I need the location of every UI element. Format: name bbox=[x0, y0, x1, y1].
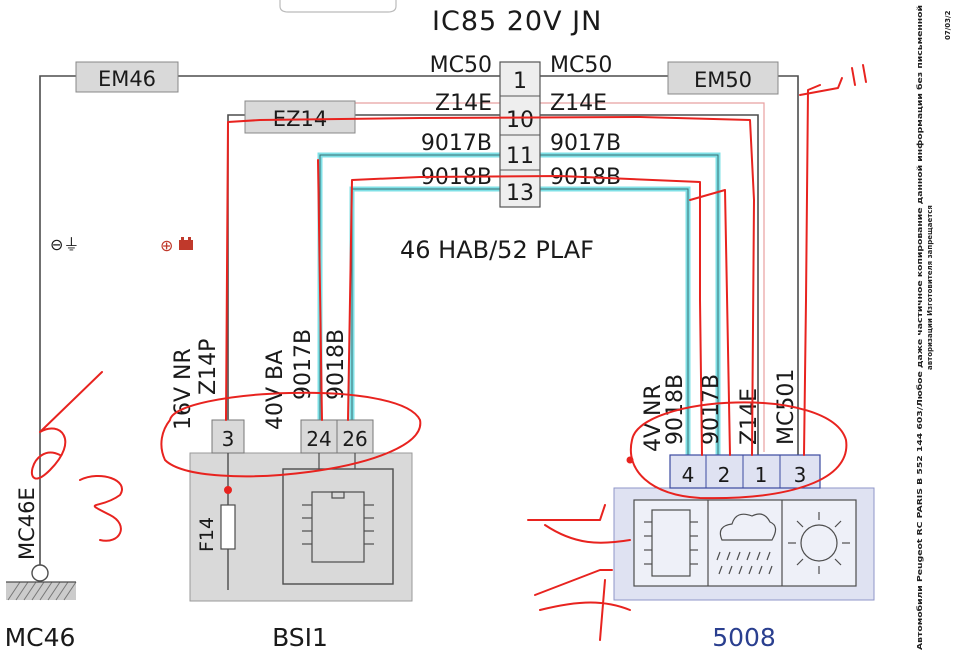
ground-name: MC46 bbox=[5, 623, 76, 652]
module-pin-2: 2 bbox=[718, 463, 731, 487]
circle-bsi-pins bbox=[160, 391, 422, 478]
em50-box bbox=[667, 61, 779, 95]
ground-symbol-icon: ⊖⏚ bbox=[50, 235, 79, 254]
side-copyright: Автомобили Peugeot RC PARIS B 552 144 60… bbox=[916, 5, 952, 650]
bsi-label-9018b: 9018B bbox=[324, 329, 349, 400]
em46-box bbox=[75, 61, 179, 93]
wire-label-right-9017b: 9017B bbox=[550, 131, 621, 156]
wire-label-left-mc50: MC50 bbox=[430, 53, 492, 78]
bsi-pin-26 bbox=[336, 419, 374, 454]
battery-icon: ⊕ bbox=[160, 236, 193, 255]
fuse-f14-icon bbox=[220, 504, 236, 550]
trace-9017b bbox=[689, 189, 731, 456]
svg-text:26: 26 bbox=[342, 427, 367, 451]
scribble-4 bbox=[534, 569, 631, 641]
junction-pin-11: 11 bbox=[506, 144, 534, 169]
module-5008-name: 5008 bbox=[712, 623, 776, 652]
wire-9018b-left bbox=[349, 186, 500, 420]
red-dot bbox=[626, 456, 634, 464]
ground-point-icon bbox=[31, 564, 49, 582]
bsi-pin-3 bbox=[211, 419, 245, 454]
wire-label-left-9017b: 9017B bbox=[421, 131, 492, 156]
scribble-2 bbox=[79, 475, 123, 542]
side-text-date: 07/03/2 bbox=[944, 10, 952, 40]
trace-mc50 bbox=[803, 84, 821, 456]
module-pin-1: 1 bbox=[755, 463, 768, 487]
circle-5008-pins bbox=[629, 401, 848, 500]
module-pin-3: 3 bbox=[794, 463, 807, 487]
junction-pin-10: 10 bbox=[506, 108, 534, 133]
side-text-line1: Автомобили Peugeot RC PARIS B 552 144 60… bbox=[916, 5, 924, 650]
ground-mc46: MC46E MC46 bbox=[5, 487, 77, 652]
module-5008: 4 2 1 3 5008 bbox=[613, 454, 875, 652]
bsi-label-z14p: Z14P bbox=[196, 339, 221, 395]
rain-sensor-icon bbox=[716, 513, 777, 575]
ez14-box bbox=[244, 100, 356, 134]
trace-z14-mid bbox=[317, 159, 323, 421]
scribble-5 bbox=[799, 64, 867, 96]
em50-label: EM50 bbox=[694, 68, 752, 92]
trace-9018b bbox=[347, 175, 703, 456]
wire-label-right-mc50: MC50 bbox=[550, 53, 612, 78]
junction-pin-1: 1 bbox=[513, 69, 527, 94]
chip-icon bbox=[302, 491, 374, 563]
bsi-name: BSI1 bbox=[272, 623, 328, 652]
svg-text:24: 24 bbox=[306, 427, 331, 451]
top-box-edge bbox=[279, 0, 397, 13]
svg-text:3: 3 bbox=[222, 427, 235, 451]
module-label-z14e: Z14E bbox=[737, 388, 762, 445]
sun-sensor-icon bbox=[788, 512, 850, 574]
wire-label-left-z14e: Z14E bbox=[435, 91, 492, 116]
wire-label-right-z14e: Z14E bbox=[550, 91, 607, 116]
red-annotations bbox=[30, 64, 867, 641]
diagram-title: IC85 20V JN bbox=[432, 6, 602, 37]
harness-label: 46 HAB/52 PLAF bbox=[400, 236, 594, 264]
module-label-9017b: 9017B bbox=[699, 374, 724, 445]
junction-block: 1 10 11 13 bbox=[499, 61, 541, 208]
bsi-label-9017b: 9017B bbox=[291, 329, 316, 400]
red-junction-dot bbox=[224, 486, 232, 494]
module-chip-icon bbox=[644, 509, 698, 577]
bsi-label-40v: 40V BA bbox=[263, 350, 288, 430]
side-text-line2: авторизации Изготовителя запрещается bbox=[926, 205, 934, 370]
pink-harness-edge bbox=[355, 102, 765, 452]
trace-z14 bbox=[225, 116, 755, 456]
ground-wire-label: MC46E bbox=[15, 487, 39, 560]
module-label-9018b: 9018B bbox=[663, 374, 688, 445]
bsi1-module: 3 24 26 F14 BSI1 bbox=[189, 419, 413, 652]
svg-text:⊕: ⊕ bbox=[160, 236, 173, 255]
fuse-label: F14 bbox=[196, 517, 218, 552]
junction-pin-13: 13 bbox=[506, 181, 534, 206]
scribble-3 bbox=[527, 504, 631, 544]
bsi-label-16v: 16V NR bbox=[171, 348, 196, 430]
em46-label: EM46 bbox=[98, 67, 156, 91]
module-pin-4: 4 bbox=[682, 463, 695, 487]
scribble-1 bbox=[30, 371, 103, 480]
grey-wires bbox=[39, 75, 799, 566]
